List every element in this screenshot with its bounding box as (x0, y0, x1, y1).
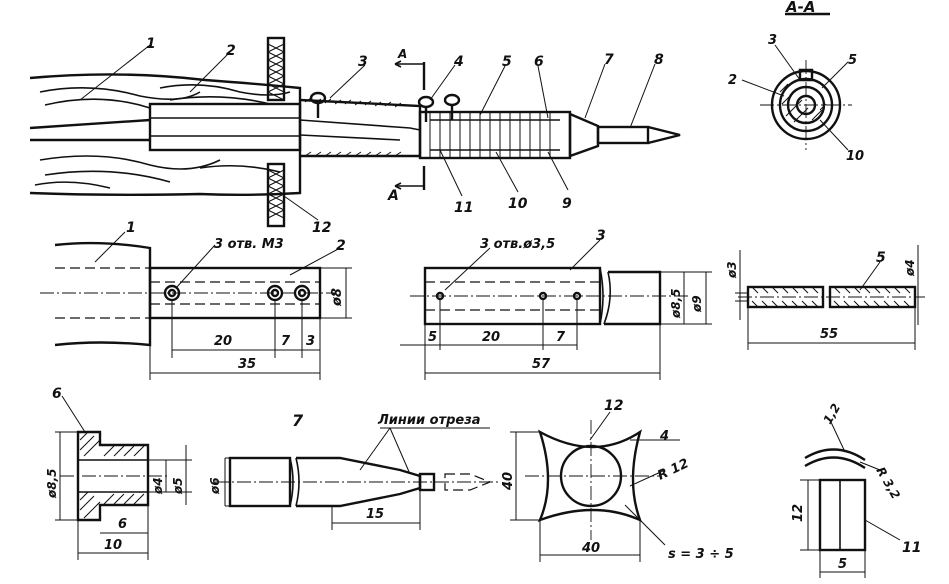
part11-dim-12t: 1,2 (820, 401, 843, 426)
part3-dim-20: 20 (482, 330, 500, 345)
part5-dim-dia4: ø4 (903, 259, 917, 277)
part3-dim-dia9: ø9 (690, 295, 704, 313)
part12-dim-4: 4 (659, 429, 669, 444)
callout-9: 9 (562, 196, 572, 212)
part12-dim-r12: R 12 (655, 456, 691, 483)
part3-dim-57: 57 (532, 357, 551, 372)
part3-label: 3 (596, 228, 606, 244)
part11-dim-w5: 5 (838, 557, 847, 572)
part7-dim-15: 15 (366, 507, 384, 522)
section-callout-3: 3 (768, 33, 777, 48)
part11-label: 11 (902, 540, 921, 556)
callout-12: 12 (312, 220, 331, 236)
callout-6: 6 (534, 54, 544, 70)
section-callout-2: 2 (728, 73, 737, 88)
part3-dim-5: 5 (428, 330, 437, 345)
part6-dim-dia5: ø5 (171, 477, 185, 495)
spring-housing (418, 110, 681, 160)
part12-dim-s: s = 3 ÷ 5 (668, 547, 734, 562)
part-6 (55, 395, 192, 560)
part7-label: 7 (292, 411, 304, 430)
part11-dim-r32: R 3,2 (873, 465, 902, 502)
callout-4: 4 (453, 54, 464, 70)
section-callout-5: 5 (848, 53, 857, 68)
section-mark-bottom: А (387, 188, 399, 204)
labels: А-А А А 1 2 3 4 5 6 7 8 9 10 11 12 2 3 5… (45, 0, 921, 572)
part1-holes-note: 3 отв. М3 (214, 237, 284, 252)
part1-label-2: 2 (336, 238, 346, 254)
part6-dim-6: 6 (118, 517, 127, 532)
part1-dim-3: 3 (306, 334, 315, 349)
part5-dim-dia3: ø3 (725, 261, 739, 279)
part3-holes-note: 3 отв.ø3,5 (480, 237, 555, 252)
tube-hatching (304, 97, 402, 157)
part5-dim-55: 55 (820, 327, 838, 342)
section-a-a (741, 12, 852, 151)
callout-10: 10 (508, 196, 528, 212)
part1-dim-7: 7 (281, 334, 291, 349)
part-11 (800, 419, 901, 578)
section-callout-10: 10 (846, 149, 864, 164)
section-mark-top: А (397, 47, 407, 61)
part6-label: 6 (52, 386, 62, 402)
main-leaders (79, 44, 656, 221)
part7-cut-note: Линии отреза (377, 413, 481, 428)
part6-dim-dia85: ø8,5 (45, 468, 59, 499)
part7-dim-dia6: ø6 (208, 477, 222, 495)
part-3 (400, 239, 712, 380)
callout-7: 7 (604, 52, 614, 68)
part6-dim-dia4: ø4 (151, 477, 165, 495)
part-12 (510, 411, 680, 562)
knurled-fin (266, 36, 286, 228)
callout-5: 5 (502, 54, 512, 70)
section-title: А-А (785, 0, 815, 16)
part3-dim-dia85: ø8,5 (669, 288, 683, 319)
wooden-handle (29, 73, 302, 196)
part1-label-1: 1 (126, 220, 136, 236)
part1-dim-20: 20 (214, 334, 232, 349)
part11-dim-h12: 12 (791, 504, 806, 522)
part-7 (215, 427, 500, 530)
part3-dim-7: 7 (556, 330, 566, 345)
part5-label: 5 (876, 250, 886, 266)
part-5 (735, 245, 925, 350)
callout-3: 3 (358, 54, 368, 70)
part12-dim-b40: 40 (581, 541, 600, 556)
section-markers (394, 60, 426, 190)
callout-2: 2 (226, 43, 236, 59)
part12-dim-h40: 40 (501, 472, 516, 491)
main-assembly (29, 36, 681, 228)
screws (309, 91, 461, 122)
part1-dim-35: 35 (238, 357, 256, 372)
part12-label: 12 (604, 398, 623, 414)
callout-11: 11 (454, 200, 473, 216)
callout-8: 8 (654, 52, 664, 68)
part6-dim-10: 10 (104, 538, 122, 553)
callout-1: 1 (146, 36, 156, 52)
part-1-2 (40, 231, 352, 380)
central-tube (29, 98, 422, 158)
part1-dim-dia8: ø8 (330, 288, 345, 307)
